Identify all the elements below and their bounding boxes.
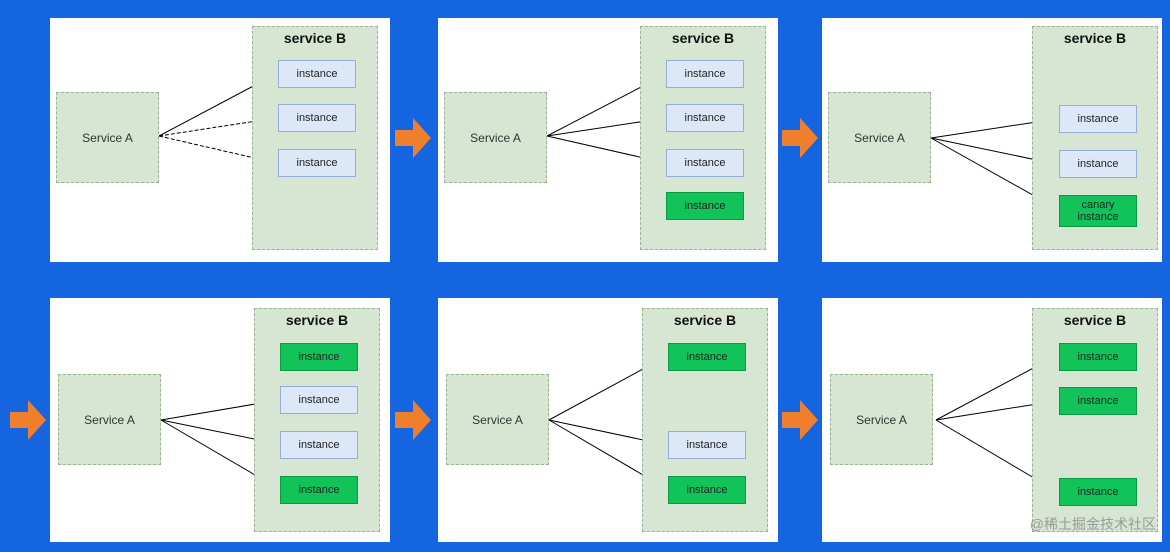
- service-a-label: Service A: [854, 130, 905, 145]
- diagram-panel-6: Service A service B instance instance in…: [822, 298, 1162, 542]
- service-b-title: service B: [1063, 312, 1127, 328]
- step-arrow-icon: [395, 118, 431, 158]
- diagram-panel-5: Service A service B instance instance in…: [438, 298, 778, 542]
- service-a-label: Service A: [84, 412, 135, 427]
- instance-box: instance: [668, 343, 746, 371]
- service-a-box: Service A: [828, 92, 931, 183]
- service-b-title: service B: [285, 312, 349, 328]
- instance-box: instance: [666, 192, 744, 220]
- service-b-title: service B: [671, 30, 735, 46]
- service-a-box: Service A: [446, 374, 549, 465]
- step-arrow-icon: [395, 400, 431, 440]
- service-b-box: service B instance instance instance: [1032, 308, 1158, 532]
- instance-box: instance: [1059, 387, 1137, 415]
- step-arrow-icon: [10, 400, 46, 440]
- instance-box: instance: [1059, 105, 1137, 133]
- instance-box: instance: [278, 149, 356, 177]
- watermark: @稀土掘金技术社区: [1029, 516, 1156, 532]
- service-a-label: Service A: [82, 130, 133, 145]
- service-a-box: Service A: [444, 92, 547, 183]
- service-b-box: service B instance instance instance: [642, 308, 768, 532]
- instance-box: instance: [668, 431, 746, 459]
- instance-box: instance: [278, 60, 356, 88]
- diagram-panel-3: Service A service B instance instance ca…: [822, 18, 1162, 262]
- service-b-box: service B instance instance canary insta…: [1032, 26, 1158, 250]
- service-a-label: Service A: [470, 130, 521, 145]
- diagram-panel-2: Service A service B instance instance in…: [438, 18, 778, 262]
- step-arrow-icon: [782, 118, 818, 158]
- instance-box: instance: [1059, 478, 1137, 506]
- instance-box: instance: [280, 386, 358, 414]
- service-b-title: service B: [673, 312, 737, 328]
- instance-box: instance: [1059, 150, 1137, 178]
- instance-box: instance: [666, 149, 744, 177]
- instance-box: instance: [278, 104, 356, 132]
- instance-box: instance: [280, 343, 358, 371]
- service-a-box: Service A: [830, 374, 933, 465]
- step-arrow-icon: [782, 400, 818, 440]
- service-a-box: Service A: [58, 374, 161, 465]
- instance-box: instance: [666, 60, 744, 88]
- diagram-panel-1: Service A service B instance instance in…: [50, 18, 390, 262]
- instance-box: instance: [1059, 343, 1137, 371]
- canary-instance-box: canary instance: [1059, 195, 1137, 227]
- diagram-panel-4: Service A service B instance instance in…: [50, 298, 390, 542]
- instance-box: instance: [666, 104, 744, 132]
- service-b-box: service B instance instance instance: [252, 26, 378, 250]
- service-b-box: service B instance instance instance ins…: [254, 308, 380, 532]
- service-a-label: Service A: [472, 412, 523, 427]
- service-a-box: Service A: [56, 92, 159, 183]
- service-b-title: service B: [283, 30, 347, 46]
- instance-box: instance: [668, 476, 746, 504]
- service-b-box: service B instance instance instance ins…: [640, 26, 766, 250]
- service-b-title: service B: [1063, 30, 1127, 46]
- service-a-label: Service A: [856, 412, 907, 427]
- instance-box: instance: [280, 476, 358, 504]
- instance-box: instance: [280, 431, 358, 459]
